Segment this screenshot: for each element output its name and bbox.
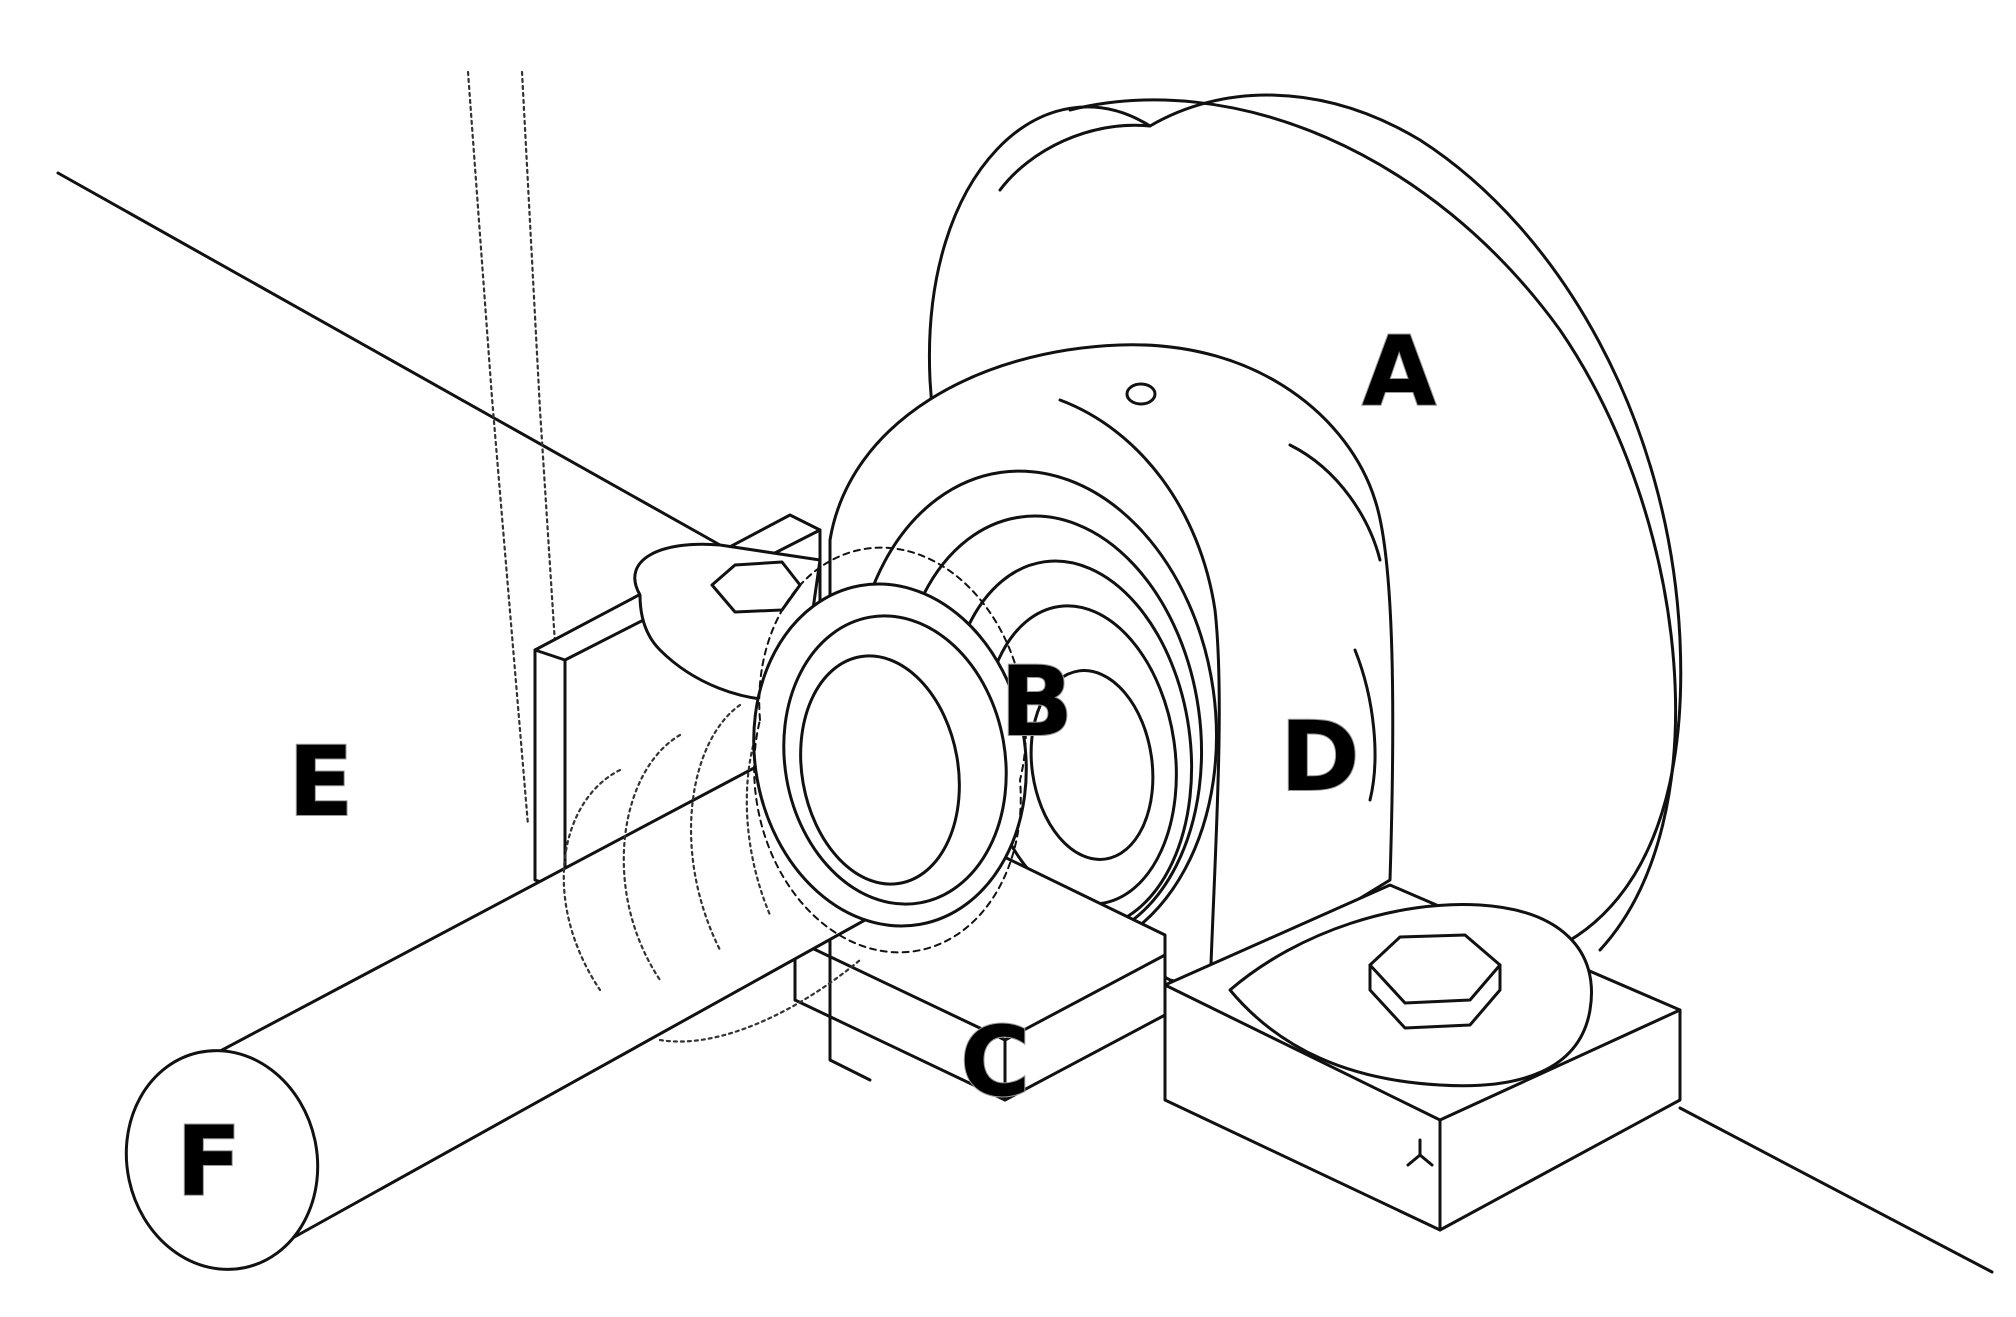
- bolt-ear-right: [1228, 902, 1593, 1088]
- grease-fitting: [1125, 382, 1157, 406]
- reference-line-right: [1678, 1106, 1994, 1274]
- center-mark: [1406, 1138, 1434, 1167]
- callout-labels: A B C D E F: [175, 315, 1437, 1219]
- label-c: C: [960, 1006, 1030, 1118]
- label-f: F: [176, 1106, 242, 1218]
- reference-line-left: [56, 171, 722, 547]
- tone-ring: [752, 546, 1028, 954]
- label-a: A: [1362, 316, 1436, 428]
- shaft-end-f: [124, 1049, 320, 1271]
- label-d: D: [1280, 701, 1360, 813]
- label-e: E: [288, 726, 354, 838]
- label-b: B: [1000, 646, 1073, 758]
